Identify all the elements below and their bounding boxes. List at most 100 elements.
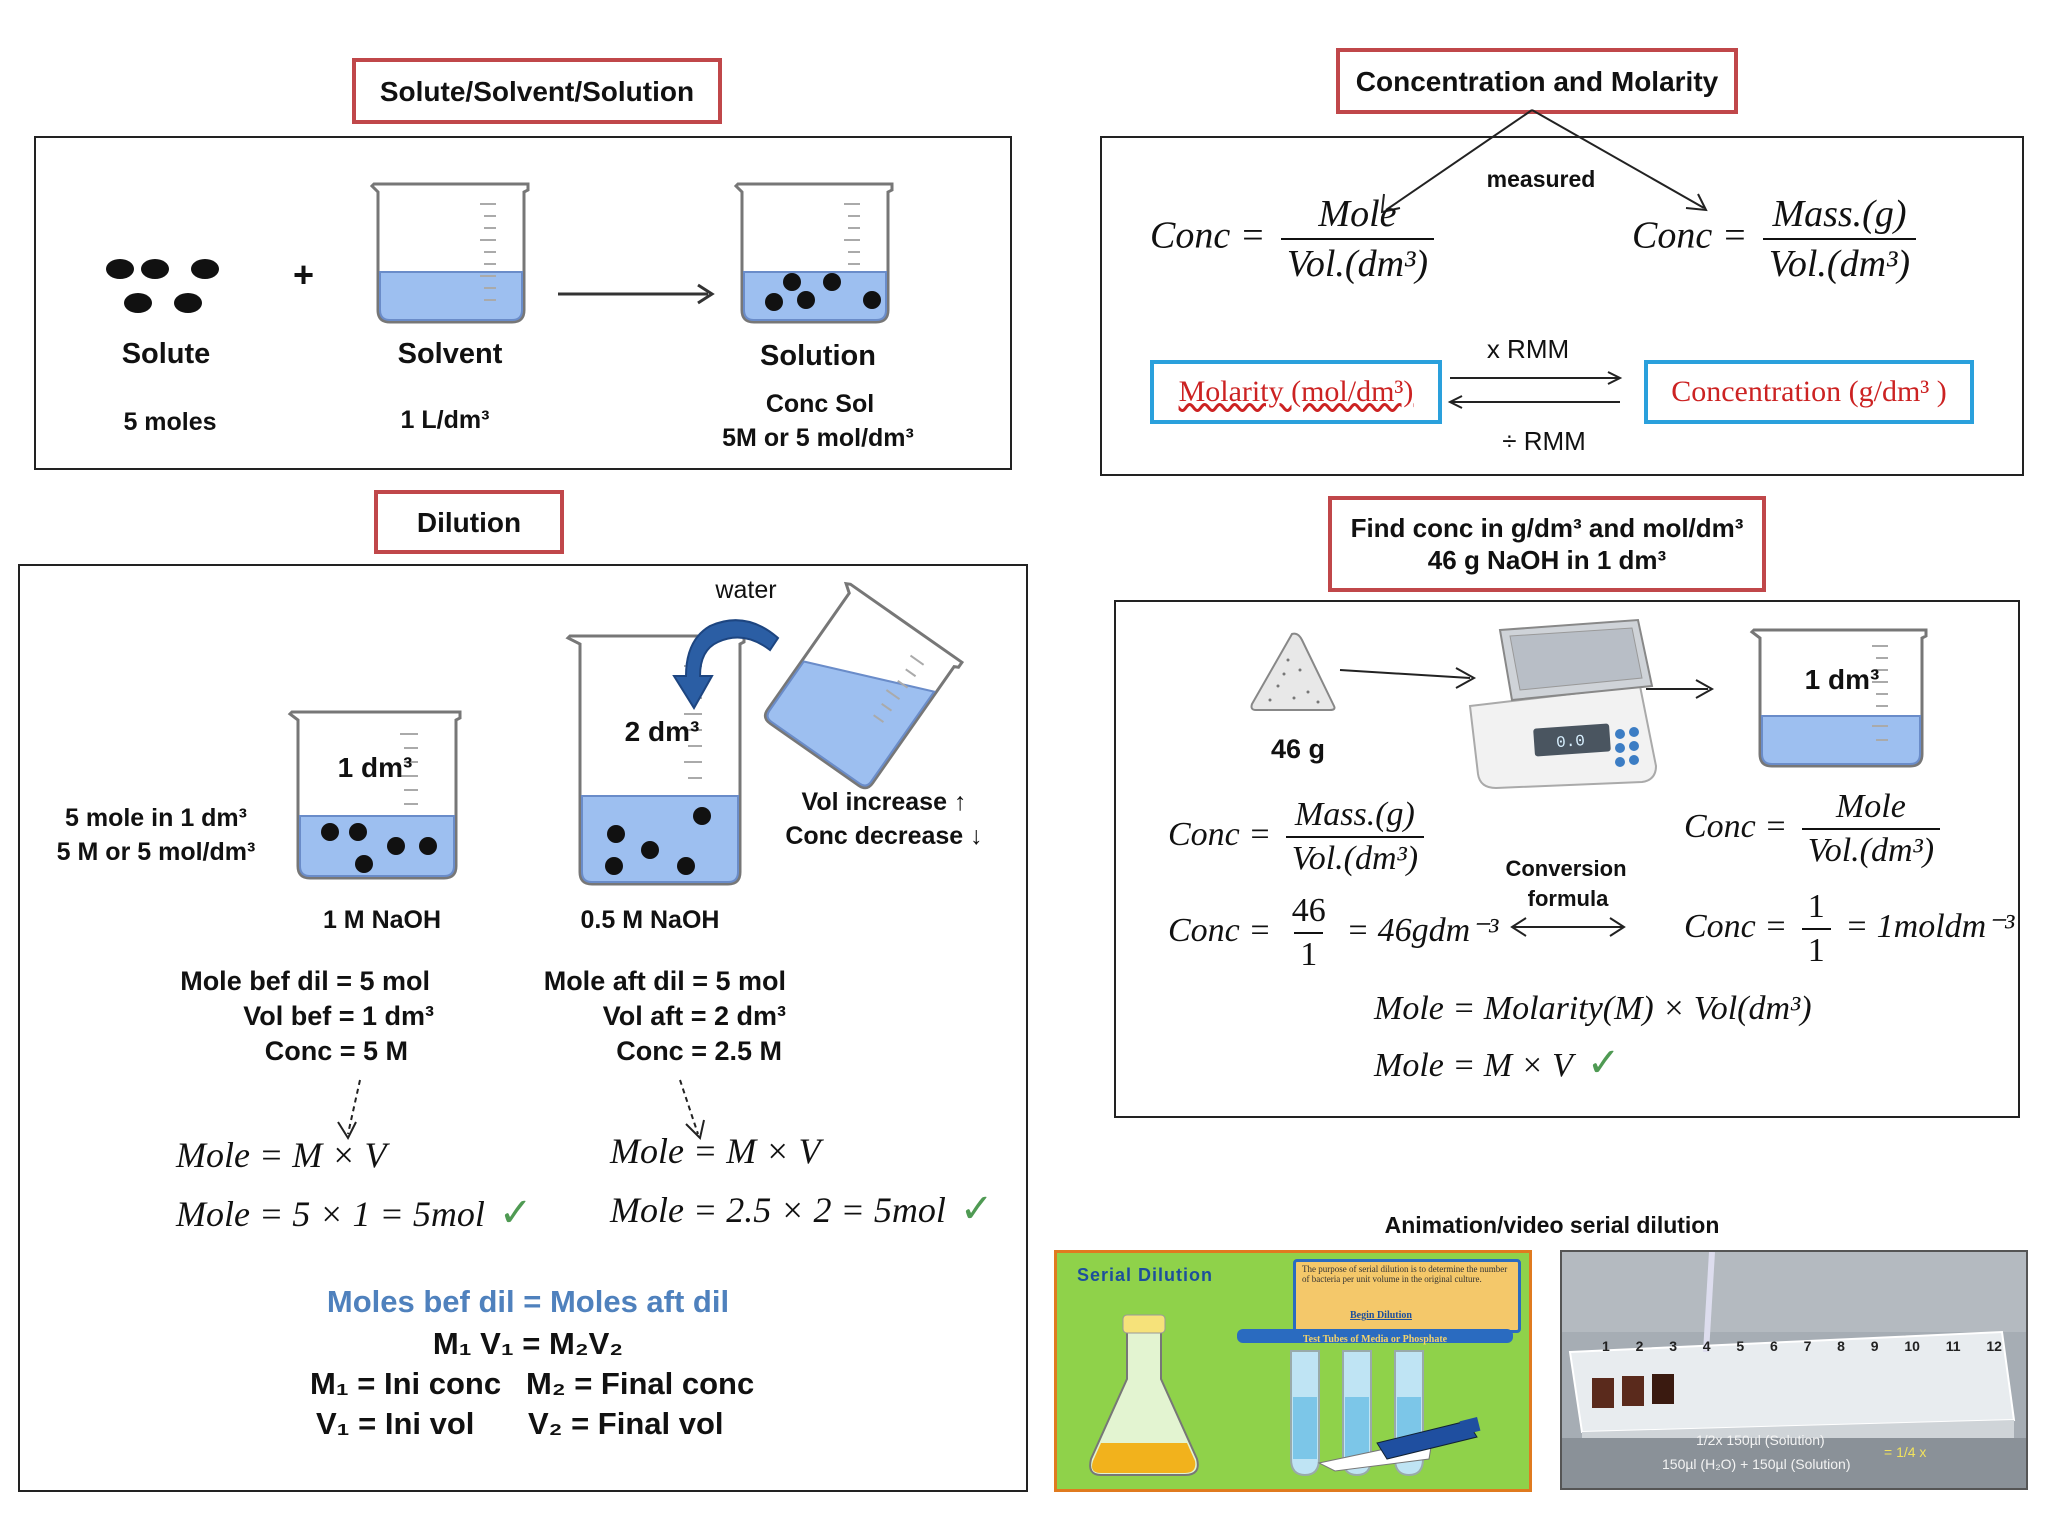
well-number: 8	[1837, 1338, 1845, 1354]
right-note-line1: Vol increase ↑	[801, 788, 967, 816]
denominator: Vol.(dm³)	[1280, 238, 1435, 286]
solution-particle	[765, 293, 783, 311]
find-conc-title-line2: 46 g NaOH in 1 dm³	[1427, 545, 1667, 575]
well-number: 11	[1945, 1338, 1961, 1354]
before-dashed-arrow	[337, 1079, 361, 1141]
conversion-double-arrow	[1510, 917, 1626, 937]
solution-particle	[823, 273, 841, 291]
concentration-section-title: Concentration and Molarity	[1336, 48, 1738, 114]
scale-readout: 0.0	[1556, 732, 1586, 752]
well-number: 3	[1669, 1338, 1677, 1354]
balance-scale: 0.0	[1468, 618, 1658, 790]
dilution-particle	[387, 837, 405, 855]
calc-right-2-text: Mole = 2.5 × 2 = 5mol	[610, 1190, 946, 1230]
video1-subtitle: Test Tubes of Media or Phosphate	[1237, 1329, 1513, 1345]
solute-particle	[106, 259, 134, 279]
divide-rmm-label: ÷ RMM	[1502, 426, 1586, 456]
solute-particle	[191, 259, 219, 279]
solute-particle	[124, 293, 152, 313]
well-number: 1	[1602, 1338, 1610, 1354]
well-numbers: 1 2 3 4 5 6 7 8 9 10 11 12	[1602, 1338, 2002, 1354]
solute-particle	[174, 293, 202, 313]
dilution-section-title-text: Dilution	[416, 506, 522, 538]
find-conc-section-title: Find conc in g/dm³ and mol/dm³ 46 g NaOH…	[1328, 496, 1766, 592]
serial-dilution-video-thumbnail[interactable]: Serial Dilution The purpose of serial di…	[1054, 1250, 1532, 1492]
find-conc-beaker	[1749, 628, 1928, 768]
dilution-particle	[355, 855, 373, 873]
dilution-section-title: Dilution	[374, 490, 564, 554]
find-conc-title-line1: Find conc in g/dm³ and mol/dm³	[1350, 512, 1744, 543]
video2-caption-line2: 150µl (H₂O) + 150µl (Solution)	[1662, 1456, 1851, 1472]
beaker1-volume: 1 dm³	[337, 752, 413, 783]
def-v1: V₁ = Ini vol	[316, 1406, 475, 1441]
solution-beaker	[733, 182, 894, 324]
solution-particle	[797, 291, 815, 309]
find-conc-beaker-volume: 1 dm³	[1804, 664, 1880, 695]
solvent-amount: 1 L/dm³	[400, 406, 490, 434]
solute-amount: 5 moles	[123, 408, 217, 436]
solvent-label: Solvent	[397, 338, 503, 370]
water-label: water	[715, 576, 777, 604]
before-vol: Vol bef = 1 dm³	[243, 1001, 434, 1031]
after-mole: Mole aft dil = 5 mol	[543, 966, 786, 996]
numerator: 1	[1807, 888, 1825, 925]
dilution-particle	[641, 841, 659, 859]
denominator: 1	[1294, 932, 1324, 974]
solvent-beaker	[369, 182, 530, 324]
calc-left-2: Mole = 5 × 1 = 5mol✓	[176, 1190, 532, 1236]
numerator: 46	[1291, 892, 1326, 929]
measured-label: measured	[1486, 166, 1596, 192]
def-v2: V₂ = Final vol	[528, 1406, 724, 1441]
formula-rhs: = 1moldm⁻³	[1845, 907, 2015, 945]
video1-subtitle-text: Test Tubes of Media or Phosphate	[1302, 1334, 1448, 1345]
conversion-line2: formula	[1527, 886, 1609, 911]
denominator: Vol.(dm³)	[1801, 828, 1941, 870]
fraction: Mass.(g)Vol.(dm³)	[1762, 192, 1917, 286]
well-number: 7	[1803, 1338, 1812, 1354]
beaker2-volume: 2 dm³	[624, 716, 700, 747]
def-m1: M₁ = Ini conc	[310, 1366, 502, 1401]
dilution-particle	[349, 823, 367, 841]
plus-sign: +	[293, 254, 315, 295]
formula-lhs: Conc =	[1168, 815, 1272, 853]
denominator: Vol.(dm³)	[1762, 238, 1917, 286]
solution-label: Solution	[760, 340, 876, 372]
well-plate-illustration	[1562, 1252, 2026, 1488]
find-conc-mass-formula: Conc = Mass.(g)Vol.(dm³)	[1168, 796, 1430, 878]
video1-info-box: The purpose of serial dilution is to det…	[1293, 1259, 1521, 1333]
arrow-to-scale	[1339, 667, 1477, 689]
pour-arrow-icon	[672, 619, 780, 710]
well-number: 5	[1736, 1338, 1745, 1354]
solution-conc-line2: 5M or 5 mol/dm³	[722, 424, 914, 452]
calc-right-2: Mole = 2.5 × 2 = 5mol✓	[610, 1186, 993, 1232]
mole-formula-1: Mole = Molarity(M) × Vol(dm³)	[1374, 990, 1812, 1027]
well-number: 10	[1904, 1338, 1920, 1354]
well-plate-video-thumbnail[interactable]: 1 2 3 4 5 6 7 8 9 10 11 12 1/2x 150µl (S…	[1560, 1250, 2028, 1490]
begin-dilution-button[interactable]: Begin Dilution	[1350, 1310, 1412, 1321]
numerator: Mole	[1318, 193, 1397, 235]
dilution-particle	[605, 857, 623, 875]
flask-and-tubes-illustration	[1089, 1314, 1481, 1477]
video2-caption-line1: 1/2x 150µl (Solution)	[1696, 1432, 1825, 1448]
check-icon: ✓	[498, 1190, 533, 1236]
solution-conc-line1: Conc Sol	[765, 390, 875, 418]
molarity-box: Molarity (mol/dm³)	[1150, 360, 1442, 424]
conc-mass-formula: Conc = Mass.(g)Vol.(dm³)	[1632, 192, 1922, 286]
solution-particle	[783, 273, 801, 291]
before-conc: Conc = 5 M	[264, 1036, 408, 1066]
after-vol: Vol aft = 2 dm³	[602, 1001, 786, 1031]
numerator: Mass.(g)	[1772, 193, 1907, 235]
check-icon: ✓	[1586, 1040, 1621, 1086]
measured-arrows	[1380, 109, 1708, 214]
pouring-beaker	[763, 581, 965, 790]
solution-particle	[863, 291, 881, 309]
mass-label: 46 g	[1270, 734, 1326, 764]
solute-label: Solute	[121, 338, 211, 370]
before-mole: Mole bef dil = 5 mol	[180, 966, 430, 996]
